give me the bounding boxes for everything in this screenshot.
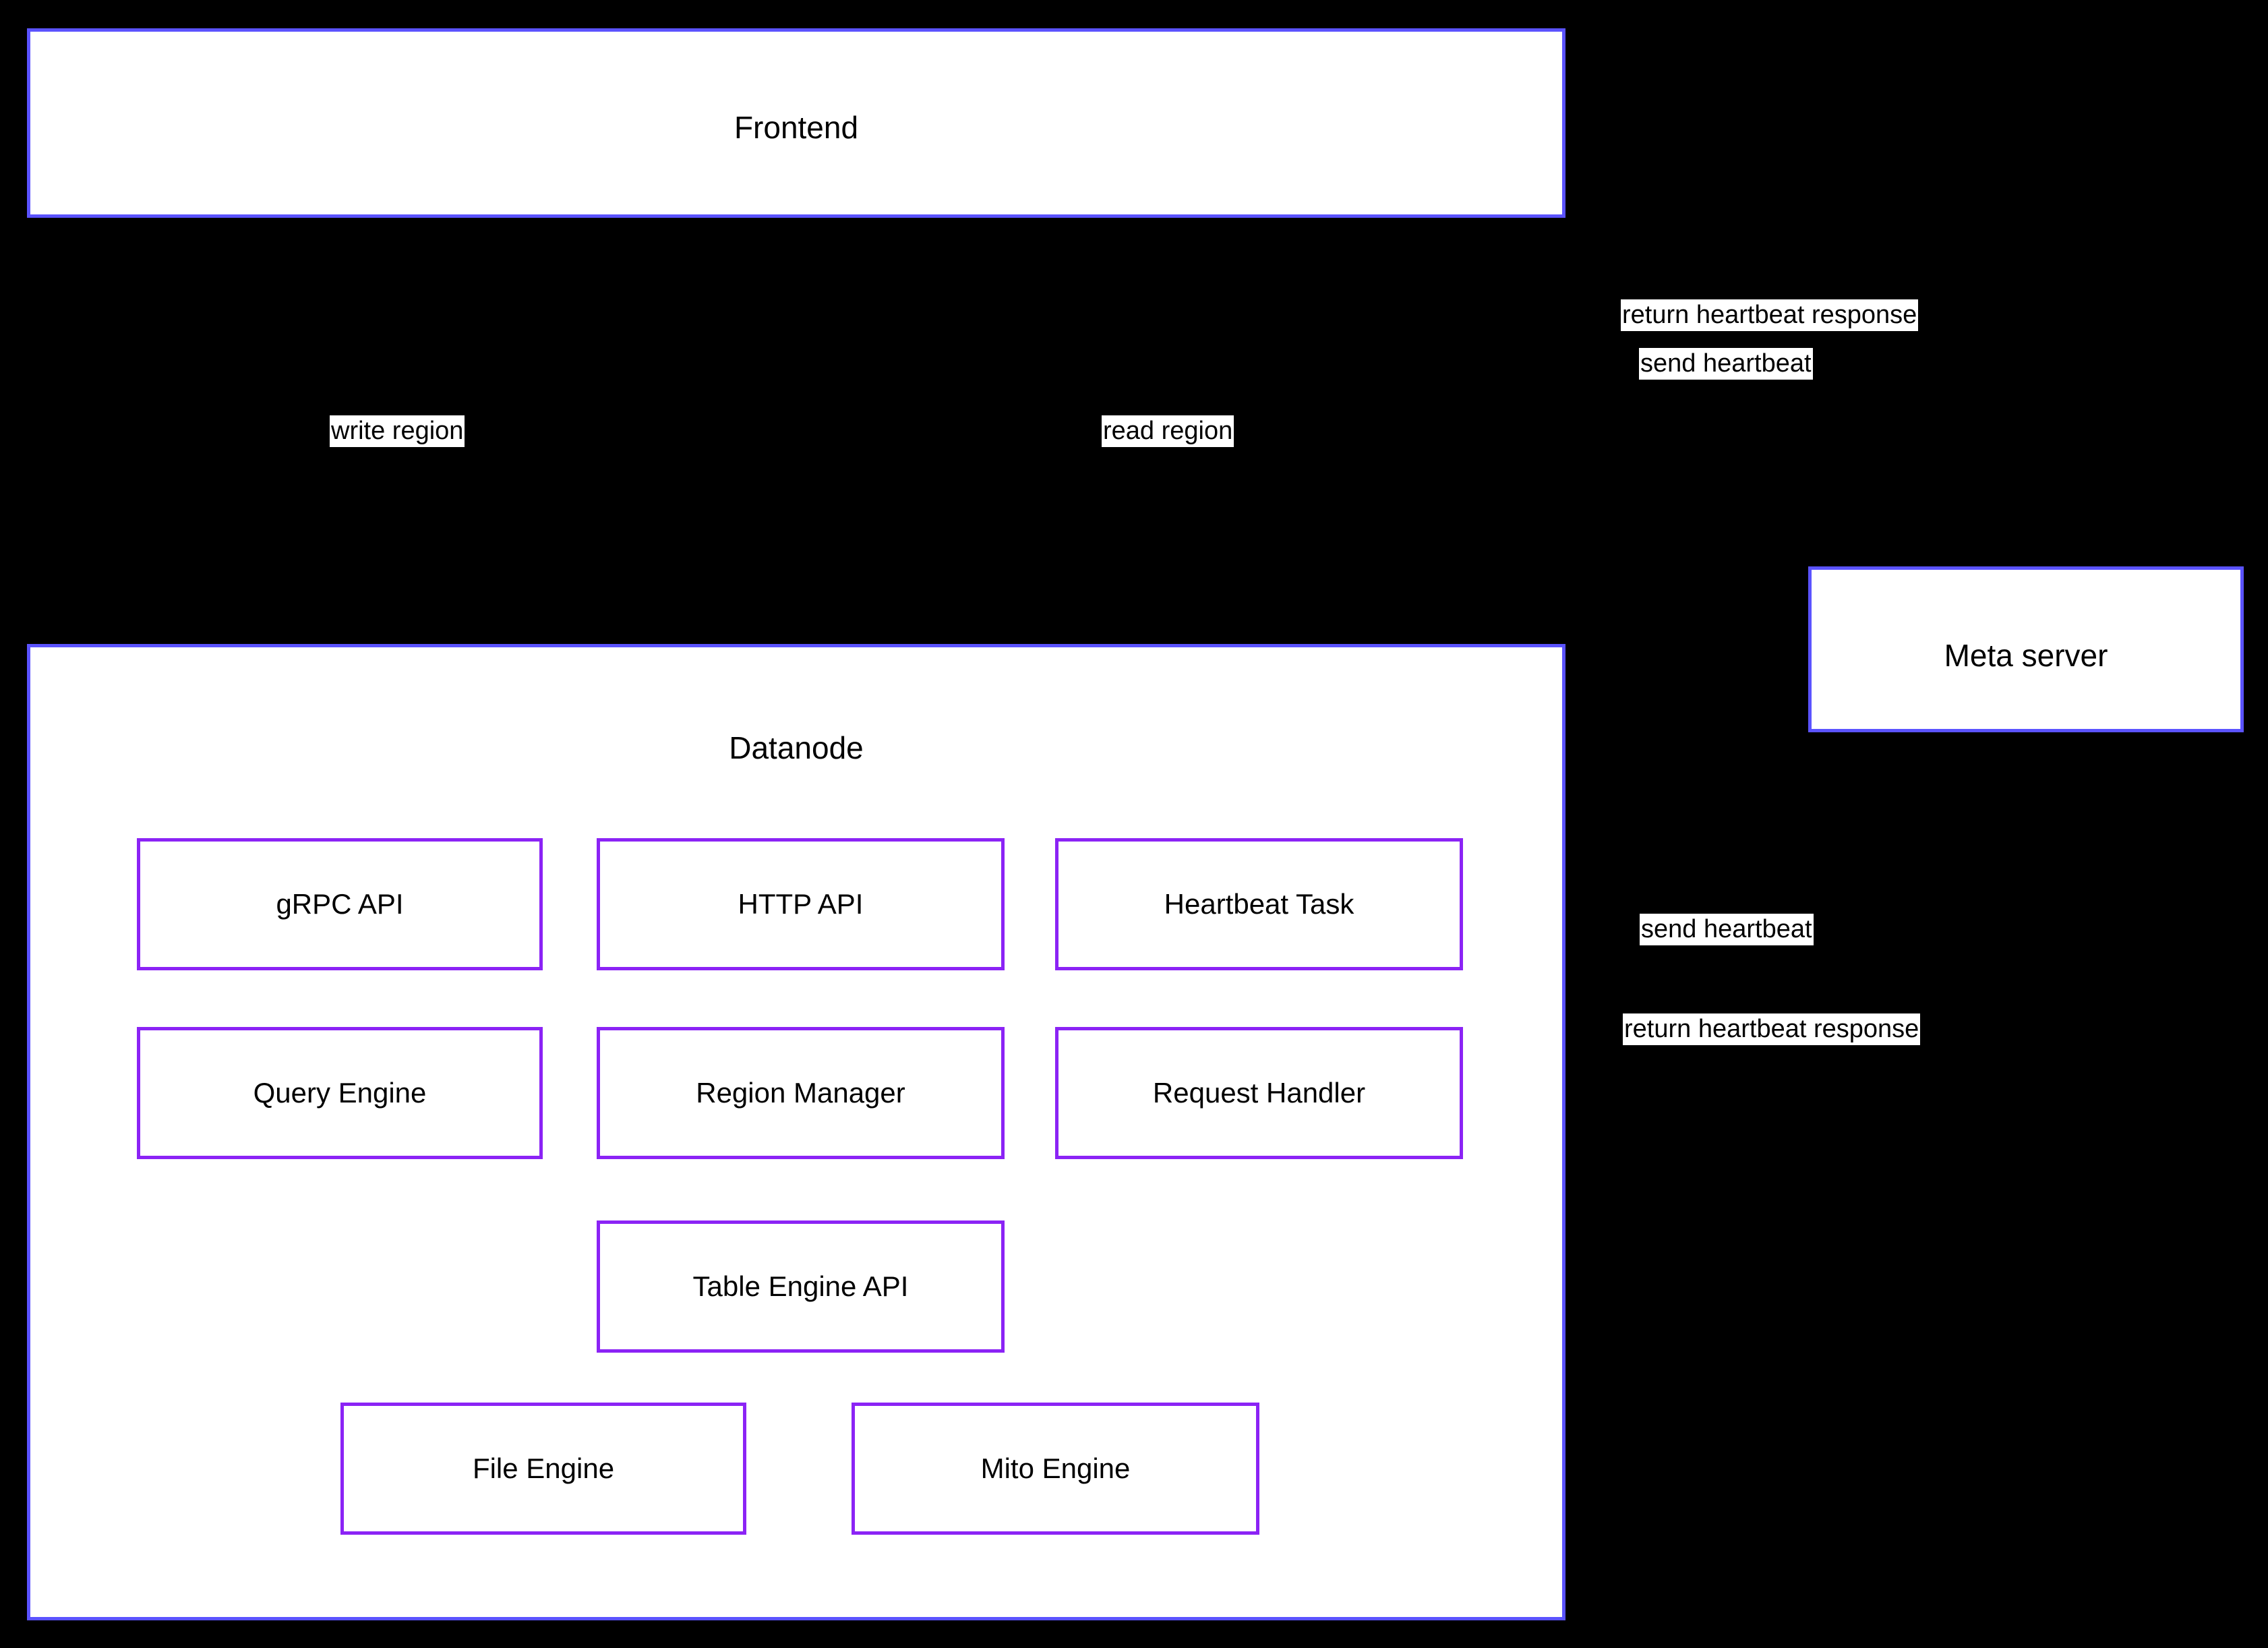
edge-label-datanode-return-heartbeat-response: return heartbeat response: [1623, 1013, 1921, 1045]
datanode-component-grpc-api[interactable]: gRPC API: [137, 838, 543, 970]
datanode-component-http-api[interactable]: HTTP API: [597, 838, 1005, 970]
frontend-node[interactable]: Frontend: [27, 28, 1565, 218]
edge-label-frontend-return-heartbeat-response: return heartbeat response: [1621, 299, 1919, 331]
edge-label-write-region: write region: [330, 415, 465, 447]
datanode-component-label: gRPC API: [276, 888, 404, 920]
datanode-component-label: HTTP API: [738, 888, 864, 920]
datanode-component-label: Heartbeat Task: [1164, 888, 1354, 920]
datanode-component-heartbeat-task[interactable]: Heartbeat Task: [1055, 838, 1463, 970]
edge-meta-to-datanode-response: [1571, 735, 2106, 1069]
edge-label-frontend-send-heartbeat: send heartbeat: [1639, 348, 1813, 380]
edge-datanode-to-meta-heartbeat: [1571, 734, 2010, 946]
datanode-component-label: Mito Engine: [980, 1452, 1131, 1484]
datanode-component-label: Region Manager: [696, 1077, 905, 1109]
meta-server-node[interactable]: Meta server: [1808, 566, 2244, 732]
datanode-component-mito-engine[interactable]: Mito Engine: [852, 1403, 1259, 1535]
datanode-component-label: Request Handler: [1152, 1077, 1366, 1109]
meta-server-title: Meta server: [1944, 638, 2108, 673]
edge-frontend-to-meta-heartbeat: [1571, 376, 1889, 564]
datanode-component-label: File Engine: [472, 1452, 615, 1484]
datanode-component-table-engine-api[interactable]: Table Engine API: [597, 1220, 1005, 1353]
datanode-component-request-handler[interactable]: Request Handler: [1055, 1027, 1463, 1159]
edge-label-datanode-send-heartbeat: send heartbeat: [1640, 914, 1814, 945]
edge-label-read-region: read region: [1102, 415, 1234, 447]
datanode-component-label: Table Engine API: [692, 1270, 909, 1302]
edge-meta-to-frontend-response: [1560, 222, 1807, 595]
frontend-title: Frontend: [734, 110, 859, 145]
datanode-title: Datanode: [729, 730, 864, 765]
datanode-component-query-engine[interactable]: Query Engine: [137, 1027, 543, 1159]
datanode-component-label: Query Engine: [253, 1077, 427, 1109]
datanode-node[interactable]: Datanode gRPC API HTTP API Heartbeat Tas…: [27, 644, 1565, 1620]
datanode-component-region-manager[interactable]: Region Manager: [597, 1027, 1005, 1159]
datanode-component-file-engine[interactable]: File Engine: [340, 1403, 746, 1535]
